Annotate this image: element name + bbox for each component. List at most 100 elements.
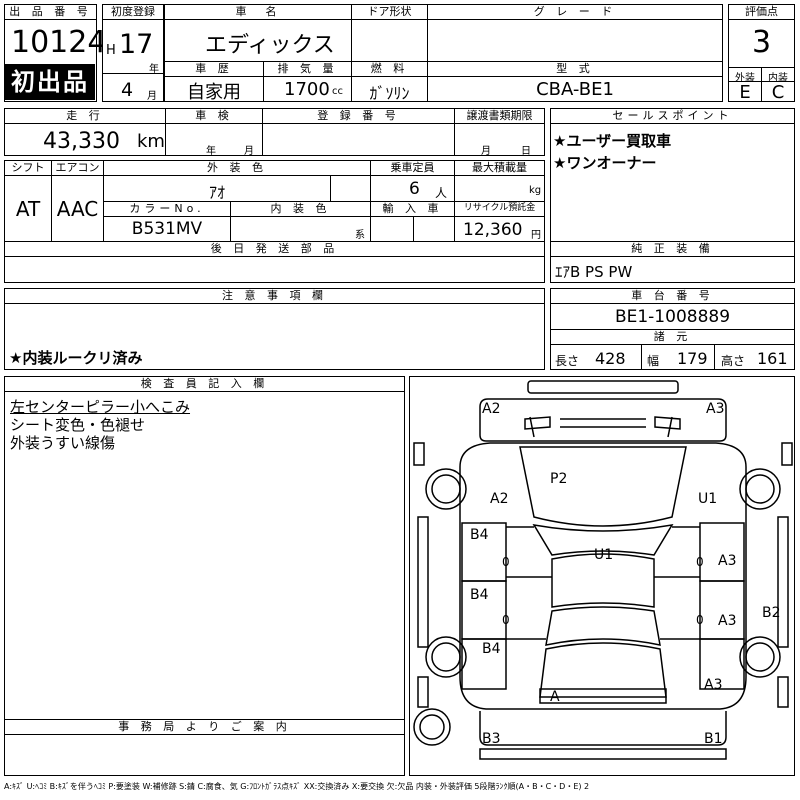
fuel-box: 燃 料 ｶﾞｿﾘﾝ: [351, 61, 428, 103]
max-load-box: 最大積載量 kg: [454, 160, 545, 202]
mark-u1-right: U1: [698, 491, 718, 507]
mark-a2-top: A2: [482, 401, 501, 417]
history-box: 車 歴 自家用: [164, 61, 264, 103]
document-deadline-box: 譲渡書類期限 月 日: [454, 108, 545, 157]
fuel-value: ｶﾞｿﾘﾝ: [369, 84, 410, 103]
mark-b2: B2: [762, 605, 781, 621]
mark-a2-left: A2: [490, 491, 509, 507]
mark-zero-left-2: 0: [502, 613, 510, 627]
mileage-unit: km: [137, 131, 165, 152]
equipment-label: 純 正 装 備: [551, 242, 794, 257]
equipment-value: ｴｱB PS PW: [555, 263, 633, 281]
notes-box: 注 意 事 項 欄 ★内装ルークリ済み: [4, 288, 545, 370]
interior-color-label: 内 装 色: [231, 202, 370, 217]
inspector-notes-box: 検 査 員 記 入 欄 左センターピラー小へこみ シート変色・色褪せ 外装うすい…: [4, 376, 405, 720]
inspector-line-3: 外装うすい線傷: [10, 434, 116, 452]
equipment-box: 純 正 装 備 ｴｱB PS PW: [550, 241, 795, 283]
capacity-value: 6: [409, 179, 420, 199]
recycle-value: 12,360: [463, 220, 523, 240]
year-unit: 年: [149, 64, 159, 75]
exterior-color-box: 外 装 色 ｱｵ: [103, 160, 371, 202]
chassis-label: 車 台 番 号: [551, 289, 794, 304]
mark-b4-3: B4: [482, 641, 501, 657]
recycle-unit: 円: [531, 230, 541, 241]
max-load-unit: kg: [529, 185, 542, 196]
mark-a-rear: A: [550, 689, 560, 705]
exterior-color-value: ｱｵ: [208, 183, 225, 202]
specs-box: 諸 元 長さ 428 幅 179 高さ 161: [550, 329, 795, 370]
lot-number: 10124: [11, 25, 107, 60]
exterior-score-value: E: [739, 82, 751, 103]
sales-point-line-2: ★ワンオーナー: [553, 154, 657, 172]
mark-zero-left-1: 0: [502, 555, 510, 569]
interior-color-box: 内 装 色 系: [230, 201, 371, 242]
first-registration-box: 初度登録 H 17 年 4 月: [102, 4, 164, 102]
color-number-value: B531MV: [131, 219, 203, 239]
office-notice-label: 事 務 局 よ り ご 案 内: [5, 720, 404, 735]
shift-label: シフト: [5, 161, 51, 176]
inspector-line-1: 左センターピラー小へこみ: [10, 398, 191, 416]
era-mark: H: [106, 43, 116, 58]
mark-b1: B1: [704, 731, 723, 747]
displacement-box: 排 気 量 1700 cc: [263, 61, 352, 102]
model-value: CBA-BE1: [536, 79, 614, 100]
mark-u1-center: U1: [594, 547, 614, 563]
mileage-label: 走 行: [5, 109, 165, 124]
sales-point-box: セールスポイント ★ユーザー買取車 ★ワンオーナー: [550, 108, 795, 242]
aircon-box: エアコン AAC: [51, 160, 104, 242]
model-box: 型 式 CBA-BE1: [427, 61, 723, 102]
mark-b4-2: B4: [470, 587, 489, 603]
model-label: 型 式: [428, 62, 722, 77]
chassis-value: BE1-1008889: [614, 307, 731, 327]
score-box: 評価点 3 外装 内装 E C: [728, 4, 795, 103]
exterior-score-label: 外装: [735, 73, 755, 84]
fuel-label: 燃 料: [352, 62, 427, 77]
history-value: 自家用: [187, 82, 241, 103]
notes-value: ★内装ルークリ済み: [9, 349, 143, 367]
door-shape-label: ドア形状: [352, 5, 427, 20]
score-label: 評価点: [729, 5, 794, 20]
mark-zero-right-1: 0: [696, 555, 704, 569]
notes-label: 注 意 事 項 欄: [5, 289, 544, 304]
later-parts-box: 後 日 発 送 部 品: [4, 241, 545, 283]
car-name-box: 車 名 エディックス: [164, 4, 352, 62]
displacement-label: 排 気 量: [264, 62, 351, 77]
width-label: 幅: [647, 354, 660, 368]
recycle-label: リサイクル預託金: [455, 202, 544, 217]
interior-score-label: 内装: [768, 73, 788, 84]
color-number-box: カラーNo. B531MV: [103, 201, 231, 242]
max-load-label: 最大積載量: [455, 161, 544, 176]
import-label: 輸 入 車: [371, 202, 454, 217]
mark-a3-top: A3: [706, 401, 725, 417]
car-outline-diagram: [413, 380, 793, 760]
width-value: 179: [677, 349, 708, 368]
recycle-box: リサイクル預託金 12,360 円: [454, 201, 545, 242]
capacity-label: 乗車定員: [371, 161, 454, 176]
inspection-label: 車 検: [166, 109, 262, 124]
registration-year: 17: [119, 29, 154, 60]
height-value: 161: [757, 349, 788, 368]
shift-box: シフト AT: [4, 160, 52, 242]
length-value: 428: [595, 349, 626, 368]
mark-b4-1: B4: [470, 527, 489, 543]
capacity-unit: 人: [435, 186, 448, 200]
interior-color-unit: 系: [355, 230, 365, 241]
length-label: 長さ: [555, 354, 580, 368]
office-notice-box: 事 務 局 よ り ご 案 内: [4, 719, 405, 776]
displacement-value: 1700: [284, 79, 330, 100]
displacement-unit: cc: [332, 86, 343, 97]
capacity-box: 乗車定員 6 人: [370, 160, 455, 202]
mark-p2: P2: [550, 471, 568, 487]
registration-month: 4: [121, 79, 134, 101]
mileage-value: 43,330: [43, 129, 120, 154]
exterior-color-label: 外 装 色: [104, 161, 370, 176]
mark-a3-right-1: A3: [718, 553, 737, 569]
mileage-box: 走 行 43,330 km: [4, 108, 166, 156]
car-name-label: 車 名: [165, 5, 351, 20]
inspection-month-unit: 月: [244, 146, 254, 157]
history-label: 車 歴: [165, 62, 263, 77]
lot-number-label: 出 品 番 号: [5, 5, 96, 20]
damage-diagram-box: A2 A3 P2 A2 U1 B4 U1 A3 B4 A3 B2 B4 A3 A…: [409, 376, 795, 776]
registration-number-label: 登 録 番 号: [263, 109, 454, 124]
document-deadline-label: 譲渡書類期限: [455, 109, 544, 124]
